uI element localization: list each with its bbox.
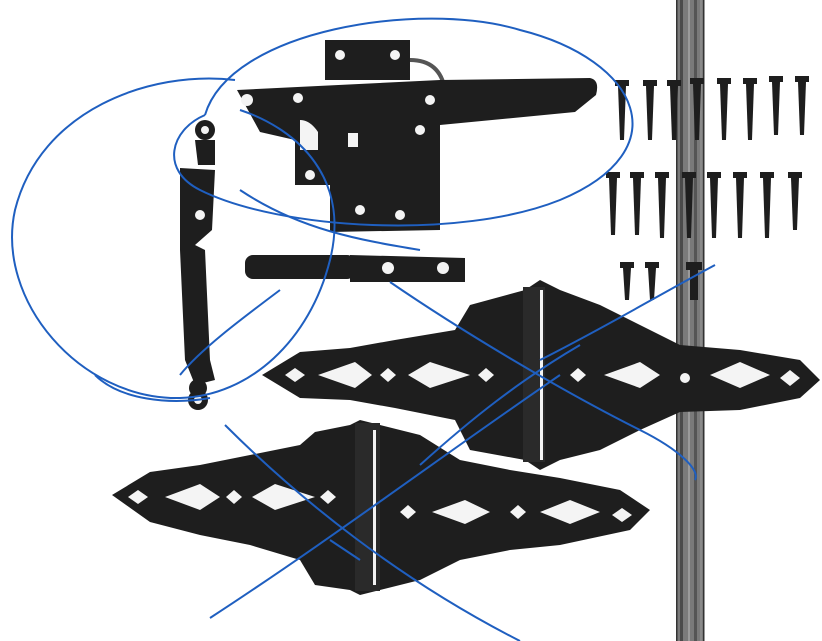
wood-screw-icon [686, 262, 702, 300]
strap-hinge-icon [112, 420, 650, 595]
wood-screw-icon [788, 172, 802, 230]
wood-screw-icon [615, 80, 629, 140]
gate-latch-icon [237, 40, 598, 232]
wood-screw-icon [630, 172, 644, 235]
screw-set [606, 76, 809, 300]
wood-screw-icon [690, 78, 704, 140]
ink-scribbles [11, 17, 716, 641]
strap-hinge-icon [262, 280, 820, 470]
wood-screw-icon [645, 262, 659, 300]
wood-screw-icon [606, 172, 620, 235]
wood-screw-icon [743, 78, 757, 140]
wood-screw-icon [795, 76, 809, 135]
wood-screw-icon [717, 78, 731, 140]
wood-screw-icon [620, 262, 634, 300]
wood-screw-icon [682, 172, 696, 238]
wood-screw-icon [760, 172, 774, 238]
latch-bar-icon [245, 255, 465, 282]
wood-screw-icon [643, 80, 657, 140]
wood-screw-icon [707, 172, 721, 238]
wood-screw-icon [667, 80, 681, 140]
wood-screw-icon [733, 172, 747, 238]
wood-screw-icon [769, 76, 783, 135]
wood-screw-icon [655, 172, 669, 238]
